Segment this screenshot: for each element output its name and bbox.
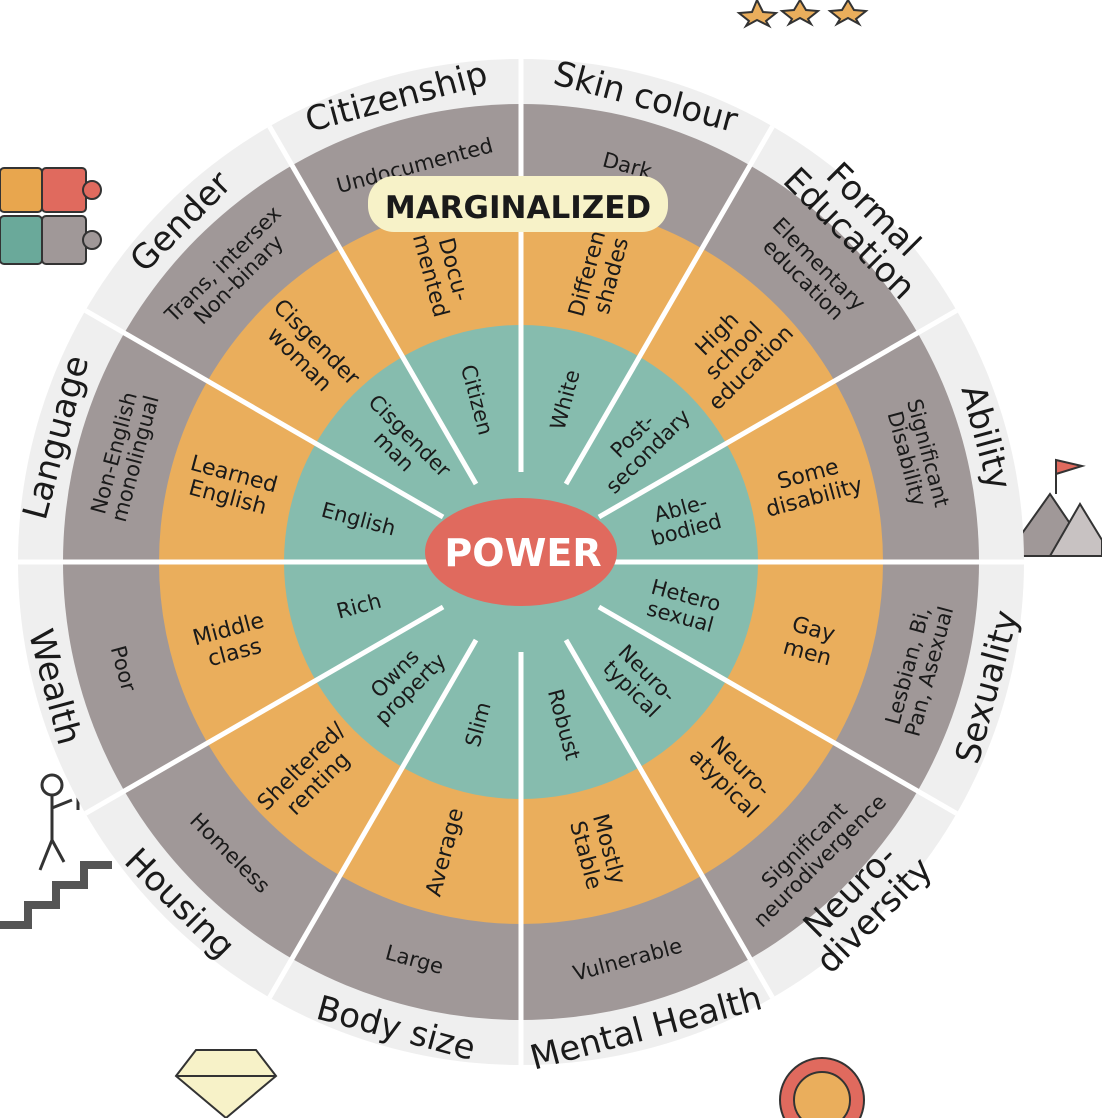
segment-divider [84, 604, 445, 816]
badge-icon [779, 1057, 865, 1118]
marginalized-banner: MARGINALIZED [368, 176, 668, 232]
segment-divider [563, 638, 775, 999]
segment-divider [267, 125, 479, 486]
power-label-text: Able-bodied [643, 488, 724, 551]
segment-divider [84, 308, 445, 520]
power-center: POWER [425, 498, 617, 606]
middle-label: Highschooleducation [670, 287, 799, 416]
marginalized-label: MARGINALIZED [385, 190, 651, 226]
segment-divider [267, 638, 479, 999]
mountain-flag-icon [1004, 458, 1102, 557]
segment-dividers [18, 59, 1024, 1065]
diamond-icon [174, 1049, 278, 1118]
segment-divider [597, 308, 958, 520]
power-label: POWER [444, 531, 601, 575]
puzzle-icon [0, 167, 102, 265]
segment-divider [563, 125, 775, 486]
stars-icon [736, 0, 869, 29]
segment-divider [597, 604, 958, 816]
